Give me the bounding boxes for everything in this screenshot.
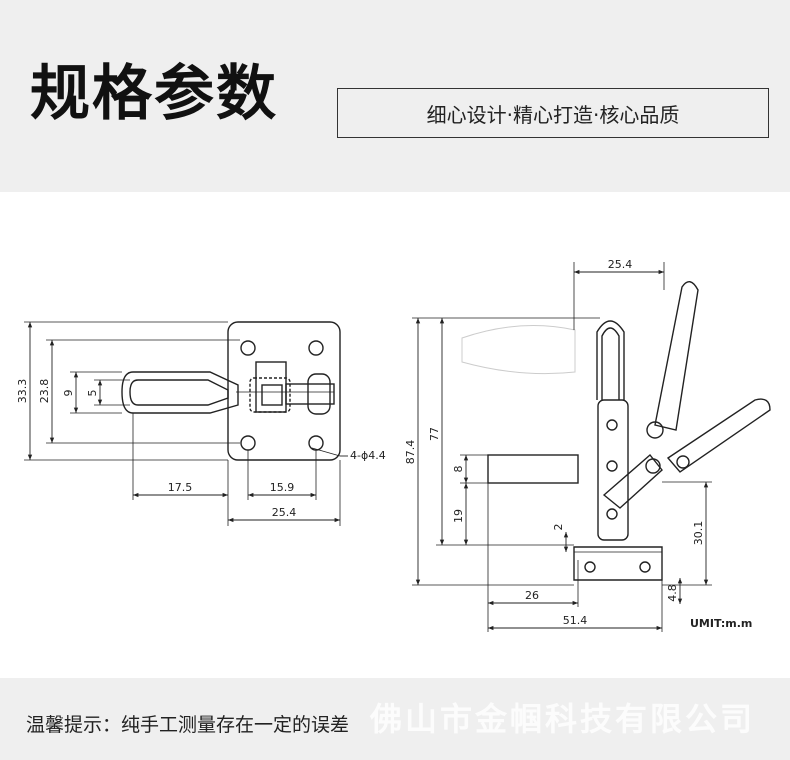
dim-77: 77 xyxy=(428,427,441,441)
dim-26: 26 xyxy=(525,589,539,602)
mount-hole xyxy=(308,435,324,451)
slogan-text: 细心设计·精心打造·核心品质 xyxy=(426,102,680,127)
pivot-pin xyxy=(606,419,618,431)
pivot-pin xyxy=(606,460,618,472)
slogan-box: 细心设计·精心打造·核心品质 xyxy=(337,88,769,138)
dim-8: 8 xyxy=(452,466,465,473)
page-title: 规格参数 xyxy=(30,59,278,129)
right-dimensions xyxy=(415,269,709,631)
dim-51-4: 51.4 xyxy=(563,614,588,627)
technical-drawing: 33.3 23.8 9 5 17.5 15.9 25.4 4-ϕ4.4 xyxy=(16,258,771,632)
mount-hole xyxy=(240,435,256,451)
measurement-tip: 温馨提示：纯手工测量存在一定的误差 xyxy=(26,714,350,736)
spindle-loop-inner xyxy=(601,327,620,400)
dim-2: 2 xyxy=(552,524,565,531)
clamp-arm-vertical xyxy=(597,399,629,541)
base-plate-top xyxy=(227,321,341,461)
mount-hole xyxy=(240,340,256,356)
dim-5: 5 xyxy=(86,390,99,397)
handle-closed xyxy=(666,398,771,473)
clamp-body xyxy=(487,454,579,484)
right-dim-labels: 25.4 87.4 77 8 19 2 30.1 26 4.8 51.4 UMI… xyxy=(404,258,752,630)
holes-note: 4-ϕ4.4 xyxy=(350,449,386,462)
dim-15-9: 15.9 xyxy=(270,481,295,494)
right-view xyxy=(412,262,771,632)
handle-open xyxy=(654,281,699,431)
dim-25-4-top: 25.4 xyxy=(608,258,633,271)
handle-outline xyxy=(121,371,239,414)
base-bracket xyxy=(573,546,663,581)
cam-right xyxy=(307,373,331,415)
unit-label: UMIT:m.m xyxy=(690,617,752,630)
clamp-head-hidden xyxy=(249,377,291,413)
handle-inner xyxy=(129,379,229,406)
dim-87-4: 87.4 xyxy=(404,440,417,465)
handle-pivot-2 xyxy=(676,455,690,469)
dim-17-5: 17.5 xyxy=(168,481,193,494)
footer-band xyxy=(0,678,790,760)
company-watermark: 佛山市金帼科技有限公司 xyxy=(370,700,756,738)
dim-9: 9 xyxy=(62,390,75,397)
dim-30-1: 30.1 xyxy=(692,521,705,546)
cam-link xyxy=(285,383,335,405)
dim-23-8: 23.8 xyxy=(38,379,51,404)
bracket-hole xyxy=(639,561,651,573)
ghost-outline xyxy=(461,325,576,375)
linkage-pin xyxy=(645,458,661,474)
dim-19: 19 xyxy=(452,509,465,523)
mount-hole xyxy=(308,340,324,356)
spindle-loop xyxy=(596,320,625,400)
left-dimensions xyxy=(27,322,348,523)
handle-pivot xyxy=(646,421,664,439)
linkage-bar xyxy=(602,453,663,509)
header-band: 规格参数 细心设计·精心打造·核心品质 xyxy=(0,0,790,192)
dim-4-8: 4.8 xyxy=(666,584,679,602)
pivot-pin xyxy=(606,508,618,520)
dim-25-4: 25.4 xyxy=(272,506,297,519)
clamp-head-core xyxy=(261,384,283,406)
left-dim-labels: 33.3 23.8 9 5 17.5 15.9 25.4 4-ϕ4.4 xyxy=(16,379,386,519)
dim-33-3: 33.3 xyxy=(16,379,29,404)
left-view xyxy=(24,321,341,526)
bracket-hole xyxy=(584,561,596,573)
